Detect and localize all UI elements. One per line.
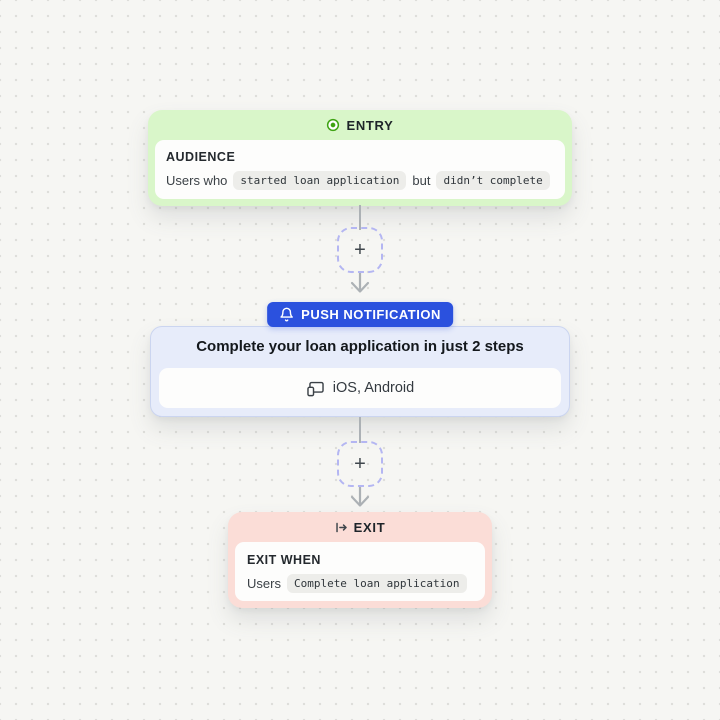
push-channels-card: iOS, Android	[159, 368, 561, 408]
exit-section-title: EXIT WHEN	[247, 553, 321, 567]
connector-line-1	[359, 205, 361, 230]
arrow-down-icon	[350, 487, 370, 507]
exit-node-header: EXIT	[228, 512, 492, 542]
plus-icon: +	[354, 239, 366, 261]
event-chip-didnt-complete: didn’t complete	[436, 171, 550, 190]
exit-badge-label: EXIT	[353, 519, 386, 535]
event-chip-complete-loan-application: Complete loan application	[286, 574, 467, 593]
push-channels-label: iOS, Android	[332, 380, 415, 396]
audience-section-title: AUDIENCE	[166, 150, 236, 164]
push-notification-node[interactable]: Complete your loan application in just 2…	[150, 326, 570, 417]
event-chip-started-loan-application: started loan application	[233, 171, 407, 190]
connector-line-2	[359, 417, 361, 443]
add-step-button-2[interactable]: +	[337, 441, 383, 487]
exit-condition-row: Users Complete loan application	[247, 574, 473, 593]
exit-condition-card: EXIT WHEN Users Complete loan applicatio…	[235, 542, 485, 601]
plus-icon: +	[354, 453, 366, 475]
target-dot-icon	[326, 118, 340, 132]
push-badge-label: PUSH NOTIFICATION	[301, 307, 441, 322]
entry-node-header: ENTRY	[148, 110, 572, 140]
push-notification-badge[interactable]: PUSH NOTIFICATION	[267, 302, 453, 327]
entry-audience-card: AUDIENCE Users who started loan applicat…	[155, 140, 565, 199]
exit-arrow-icon	[335, 521, 348, 534]
exit-node[interactable]: EXIT EXIT WHEN Users Complete loan appli…	[228, 512, 492, 608]
push-message-title: Complete your loan application in just 2…	[196, 338, 524, 355]
add-step-button-1[interactable]: +	[337, 227, 383, 273]
bell-icon	[279, 307, 294, 322]
exit-prefix-text: Users	[247, 576, 281, 591]
devices-icon	[306, 379, 325, 398]
entry-badge-label: ENTRY	[346, 117, 394, 133]
entry-node[interactable]: ENTRY AUDIENCE Users who started loan ap…	[148, 110, 572, 206]
audience-prefix-text: Users who	[166, 173, 228, 188]
audience-conjunction-text: but	[412, 173, 431, 188]
arrow-down-icon	[350, 273, 370, 293]
audience-condition-row: Users who started loan application but d…	[166, 171, 554, 190]
